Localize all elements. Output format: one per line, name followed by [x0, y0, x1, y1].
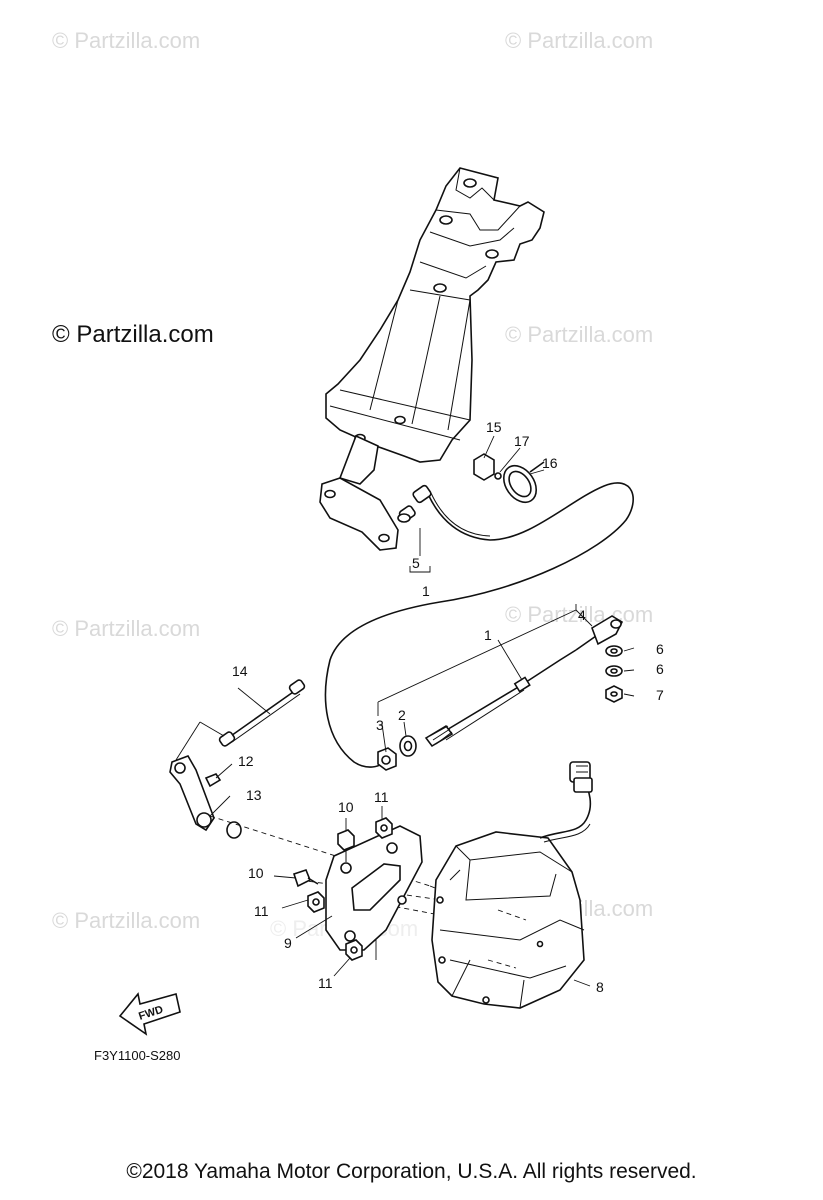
bolts-collars: [292, 817, 393, 961]
callout-labels: 15 17 16 5 1 1 4 6 6 7 3 2 14 12 13 10 1…: [232, 419, 664, 995]
callout-17: 17: [514, 433, 530, 449]
control-box: [431, 761, 593, 1009]
callout-6a: 6: [656, 641, 664, 657]
callout-3: 3: [376, 717, 384, 733]
forward-direction-arrow: FWD: [118, 992, 181, 1036]
cable-nut-washer: [377, 735, 417, 771]
callout-15: 15: [486, 419, 502, 435]
watermark-lower-left: © Partzilla.com: [52, 908, 200, 933]
watermark-top-right: © Partzilla.com: [505, 28, 653, 53]
callout-14: 14: [232, 663, 248, 679]
watermark-top-left: © Partzilla.com: [52, 28, 200, 53]
callout-16: 16: [542, 455, 558, 471]
cable-end-fittings: [397, 484, 432, 523]
callout-12: 12: [238, 753, 254, 769]
callout-9: 9: [284, 935, 292, 951]
callout-10b: 10: [248, 865, 264, 881]
callout-7: 7: [656, 687, 664, 703]
throttle-cable-upper: [324, 482, 634, 768]
callout-4: 4: [578, 607, 586, 623]
callout-2: 2: [398, 707, 406, 723]
callout-11a: 11: [374, 789, 389, 805]
callout-6b: 6: [656, 661, 664, 677]
callout-5: 5: [412, 555, 420, 571]
callout-11c: 11: [318, 975, 333, 991]
watermark-center-left: © Partzilla.com: [52, 616, 200, 641]
callout-8: 8: [596, 979, 604, 995]
watermark-mid-left: © Partzilla.com: [52, 321, 214, 348]
copyright-notice: ©2018 Yamaha Motor Corporation, U.S.A. A…: [126, 1160, 697, 1183]
mounting-bracket: [319, 167, 545, 551]
watermark-mid-right: © Partzilla.com: [505, 322, 653, 347]
callout-10a: 10: [338, 799, 354, 815]
cable-clip-assembly: [473, 453, 545, 504]
gasket-plate: [325, 825, 423, 951]
connecting-rod: [199, 679, 306, 747]
right-washers-nut: [605, 645, 623, 703]
throttle-lever: [169, 721, 242, 839]
callout-leaders: [209, 435, 635, 987]
callout-13: 13: [246, 787, 262, 803]
watermark-center-right: © Partzilla.com: [505, 602, 653, 627]
diagram-code: F3Y1100-S280: [94, 1048, 181, 1063]
callout-1-mid: 1: [484, 627, 492, 643]
callout-1-top: 1: [422, 583, 430, 599]
callout-11b: 11: [254, 903, 269, 919]
throttle-cable-main: [424, 615, 624, 748]
